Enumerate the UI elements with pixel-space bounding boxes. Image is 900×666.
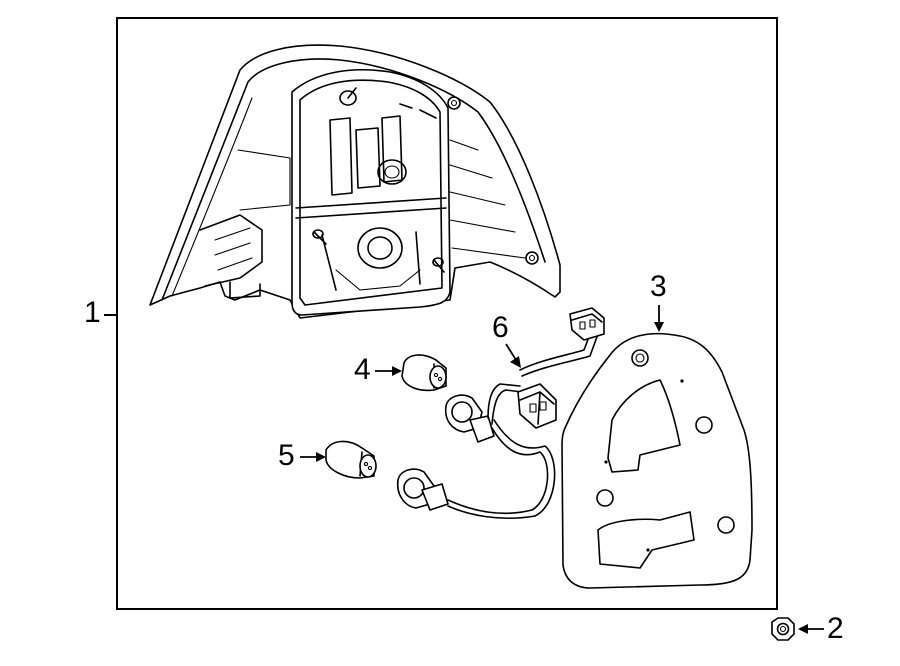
assembly-frame	[116, 17, 778, 610]
callout-5-arrow	[300, 452, 326, 462]
callout-4-label: 4	[354, 353, 371, 386]
callout-4-arrow	[375, 366, 402, 376]
callout-6-arrow	[505, 343, 521, 368]
callout-3-arrow	[654, 305, 664, 332]
callout-6-label: 6	[492, 311, 509, 344]
bulb-4	[401, 354, 447, 392]
callout-2-arrow	[798, 624, 824, 634]
nut	[771, 617, 795, 641]
socket-harness	[396, 307, 605, 519]
callout-1-label: 1	[84, 296, 101, 329]
callout-2-label: 2	[827, 612, 844, 645]
mounting-stud-right	[525, 251, 539, 265]
mounting-stud-top-right	[447, 96, 461, 110]
tail-lamp-housing	[149, 44, 561, 319]
bulb-5	[325, 440, 377, 479]
mounting-stud-top-left	[339, 87, 357, 106]
callout-3-label: 3	[650, 270, 667, 303]
mounting-stud-lower	[312, 229, 445, 273]
gasket	[561, 332, 753, 589]
callout-5-label: 5	[278, 439, 295, 472]
